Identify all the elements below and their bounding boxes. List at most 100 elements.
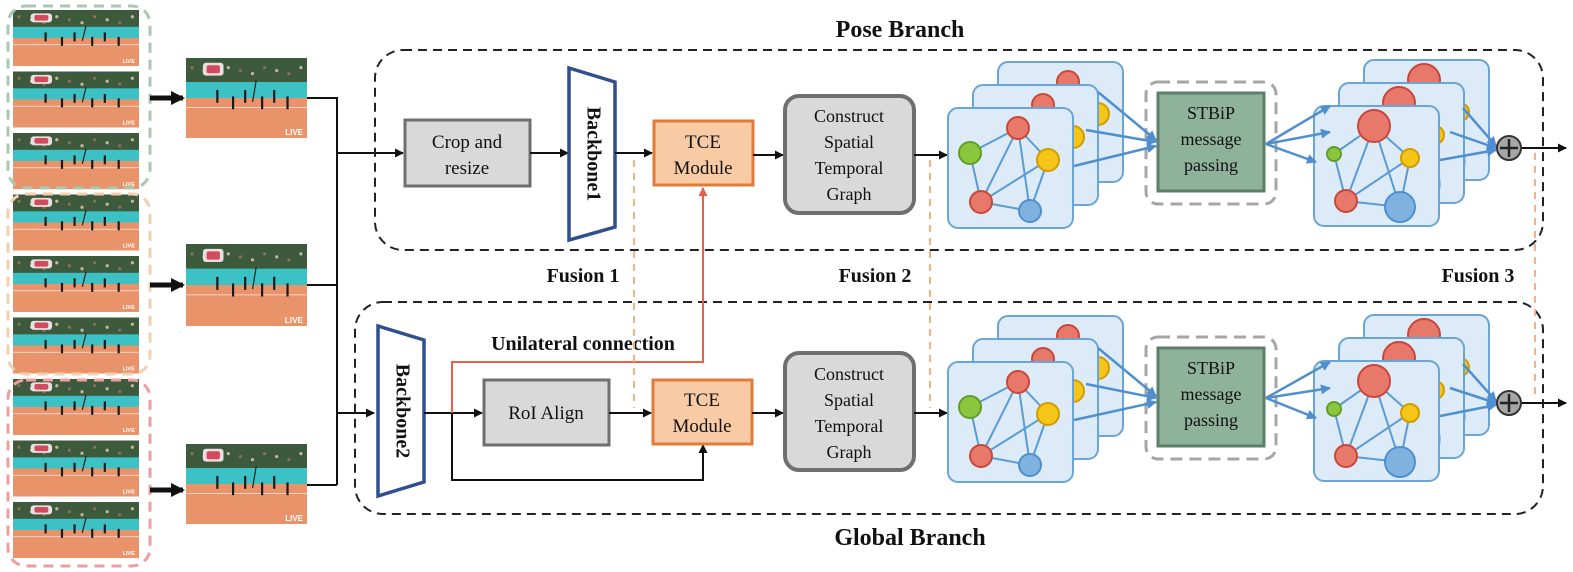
pose-branch-container: [374, 49, 1544, 251]
video-frame-7: LIVE: [13, 379, 139, 435]
fusion-lines: [633, 153, 1536, 408]
unilateral-connection-line: [451, 187, 708, 413]
live-badge: LIVE: [123, 244, 136, 250]
roi-align-box: [482, 378, 611, 447]
fusion-3-label: Fusion 3: [1442, 265, 1515, 287]
graph-node: [1327, 147, 1341, 161]
construct-bottom-label-1: Construct: [814, 364, 884, 384]
live-badge: LIVE: [123, 182, 136, 188]
stbip-top-label-2: message: [1181, 129, 1242, 149]
output-top: [1496, 135, 1567, 161]
roi-align-label: RoI Align: [508, 403, 584, 424]
graph-node: [1007, 117, 1029, 139]
unilateral-connection-label: Unilateral connection: [491, 333, 675, 355]
stbip-bottom-label-3: passing: [1184, 410, 1238, 430]
video-frame-8: LIVE: [13, 440, 139, 497]
stbip-bottom-outline: [1144, 335, 1278, 461]
graph-node: [1037, 149, 1059, 171]
representative-frame-1: LIVE: [186, 58, 307, 138]
video-frame-1: LIVE: [13, 10, 139, 66]
crop-resize-box: [403, 118, 532, 188]
graph-node: [970, 191, 992, 213]
live-badge: LIVE: [123, 428, 136, 434]
graph-node: [1007, 371, 1029, 393]
stbip-bottom-box: [1156, 346, 1266, 448]
graph-node: [959, 142, 981, 164]
spatial-temporal-graph-top: [947, 61, 1124, 229]
graph-node: [1037, 403, 1059, 425]
live-badge: LIVE: [285, 316, 304, 325]
tce-top-label-2: Module: [673, 158, 732, 179]
updated-graph-bottom: [1313, 314, 1490, 482]
stbip-bottom-label-1: STBiP: [1187, 358, 1235, 378]
video-frame-6: LIVE: [13, 317, 139, 374]
graph-node: [970, 445, 992, 467]
construct-graph-bottom: [783, 351, 916, 472]
crop-resize-label-1: Crop and: [432, 132, 503, 153]
pose-branch-title: Pose Branch: [836, 17, 965, 43]
construct-top-label-4: Graph: [827, 184, 872, 204]
graph-node: [1019, 200, 1041, 222]
graph-node: [1358, 110, 1390, 142]
graph-node: [1019, 454, 1041, 476]
fusion-1-label: Fusion 1: [547, 265, 620, 287]
fusion-2-label: Fusion 2: [839, 265, 912, 287]
construct-top-label-3: Temporal: [815, 158, 884, 178]
representative-frame-3: LIVE: [186, 444, 307, 524]
spatial-temporal-graph-bottom: [947, 315, 1124, 483]
construct-bottom-label-3: Temporal: [815, 416, 884, 436]
construct-bottom-label-2: Spatial: [824, 390, 874, 410]
representative-frame-2: LIVE: [186, 244, 307, 326]
live-badge: LIVE: [123, 305, 136, 311]
graph-panel-3: [1313, 360, 1440, 482]
backbone1-trapezoid: [567, 65, 617, 243]
frame-group-3-outline: [6, 378, 152, 568]
graph-node: [959, 396, 981, 418]
graph-panel-3: [947, 107, 1074, 229]
frame-connectors: [307, 97, 404, 486]
backbone2-label: Backbone2: [391, 364, 413, 458]
tce-module-bottom: [651, 378, 754, 446]
tce-bottom-label-1: TCE: [684, 390, 720, 411]
backbone1-label: Backbone1: [582, 107, 604, 201]
graph-panel-3: [1313, 105, 1440, 227]
video-frame-5: LIVE: [13, 256, 139, 312]
graph-node: [1401, 404, 1419, 422]
graph-node: [1358, 365, 1390, 397]
construct-top-label-2: Spatial: [824, 132, 874, 152]
crop-resize-label-2: resize: [445, 158, 489, 179]
backbone2-trapezoid: [376, 323, 426, 499]
tce-top-label-1: TCE: [685, 132, 721, 153]
live-badge: LIVE: [123, 121, 136, 127]
video-frame-4: LIVE: [13, 194, 139, 251]
message-passing-arrows: [1073, 91, 1497, 422]
live-badge: LIVE: [123, 490, 136, 496]
construct-top-label-1: Construct: [814, 106, 884, 126]
stbip-bottom-label-2: message: [1181, 384, 1242, 404]
video-frame-2: LIVE: [13, 71, 139, 128]
video-frame-9: LIVE: [13, 502, 139, 558]
live-badge: LIVE: [285, 128, 303, 137]
stbip-top-label-1: STBiP: [1187, 103, 1235, 123]
tce-module-top: [652, 119, 755, 187]
graph-node: [1335, 445, 1357, 467]
video-frame-strip: LIVE LIVE LIVE LIVE LIVE LIVE LIVE LIVE LIVE: [13, 10, 139, 558]
live-badge: LIVE: [123, 551, 136, 557]
graph-node: [1385, 447, 1415, 477]
graph-node: [1335, 190, 1357, 212]
stbip-top-label-3: passing: [1184, 155, 1238, 175]
construct-bottom-label-4: Graph: [827, 442, 872, 462]
global-branch-title: Global Branch: [834, 525, 985, 551]
global-branch-container: [354, 301, 1544, 515]
video-frame-3: LIVE: [13, 133, 139, 189]
stbip-top-box: [1156, 91, 1266, 193]
tce-bottom-label-2: Module: [672, 416, 731, 437]
live-badge: LIVE: [285, 514, 303, 523]
graph-node: [1401, 149, 1419, 167]
output-bottom: [1496, 390, 1567, 416]
updated-graph-top: [1313, 59, 1490, 227]
graph-node: [1327, 402, 1341, 416]
live-badge: LIVE: [123, 367, 136, 373]
representative-frames: LIVE LIVE LIVE: [186, 58, 307, 524]
